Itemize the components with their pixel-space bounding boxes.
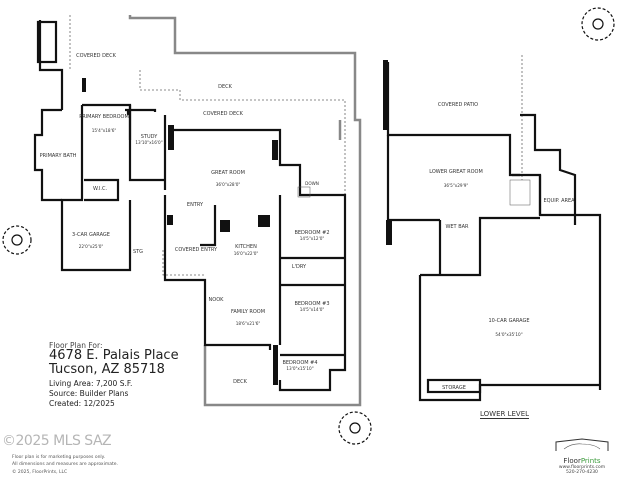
room-dimension: 13'10"x16'0" — [135, 140, 162, 145]
room-label: COVERED DECK — [203, 111, 243, 117]
room-dimension: 14'5"x12'0" — [300, 236, 325, 241]
room-label: GREAT ROOM — [211, 170, 245, 176]
logo-brand: FloorPrints — [552, 457, 612, 465]
lower-level-walls — [386, 62, 602, 402]
covered-deck-outline — [69, 15, 523, 276]
room-label: BEDROOM #2 — [294, 230, 329, 236]
logo-brand-part2: Prints — [580, 457, 601, 465]
main-level-walls — [33, 20, 347, 392]
disclaimer-line-1: Floor plan is for marketing purposes onl… — [12, 455, 106, 460]
room-label: FAMILY ROOM — [231, 309, 265, 315]
room-dimension: 15'4"x18'6" — [92, 128, 117, 133]
source: Source: Builder Plans — [49, 389, 129, 398]
room-label: PRIMARY BATH — [40, 153, 77, 159]
disclaimer-line-2: All dimensions and measures are approxim… — [12, 462, 118, 467]
room-dimension: 22'0"x25'0" — [79, 244, 104, 249]
room-label: WET BAR — [445, 224, 469, 230]
room-label: 3-CAR GARAGE — [72, 232, 110, 238]
room-label: DECK — [218, 84, 233, 90]
thick-wall-segments — [82, 60, 392, 385]
main-level-labels: COVERED DECK DECK COVERED DECK PRIMARY B… — [40, 53, 330, 385]
room-label: DECK — [233, 379, 248, 385]
room-label: STUDY — [141, 134, 158, 140]
room-dimension: 14'5"x14'0" — [300, 307, 325, 312]
logo-website: www.floorprints.com — [558, 465, 606, 470]
logo-phone: 520-270-4230 — [566, 470, 598, 475]
lower-level-labels: COVERED PATIO LOWER GREAT ROOM 36'5"x29'… — [429, 102, 575, 391]
room-label: NOOK — [209, 297, 225, 303]
room-dimension: 16'0"x22'0" — [234, 251, 259, 256]
room-label: BEDROOM #4 — [282, 360, 317, 366]
room-label: ENTRY — [187, 202, 204, 208]
logo-brand-part1: Floor — [563, 457, 581, 465]
room-label: KITCHEN — [235, 244, 257, 250]
copyright: © 2025, FloorPrints, LLC — [12, 470, 68, 475]
room-label: PRIMARY BEDROOM — [79, 114, 129, 120]
room-label: COVERED ENTRY — [175, 247, 218, 253]
room-label: STG — [133, 249, 143, 255]
room-dimension: 18'6"x21'6" — [236, 321, 261, 326]
created-date: Created: 12/2025 — [49, 399, 115, 408]
room-label: STORAGE — [442, 385, 466, 391]
room-label: COVERED PATIO — [438, 102, 478, 108]
tree-icons — [2, 7, 615, 445]
house-roof-icon — [555, 438, 609, 451]
deck-outline — [128, 15, 362, 407]
stair-note: DOWN — [305, 181, 319, 186]
room-label: EQUIP. AREA — [543, 198, 575, 204]
room-dimension: 36'0"x28'0" — [216, 182, 241, 187]
room-label: W.I.C. — [93, 186, 108, 192]
room-label: LOWER GREAT ROOM — [429, 169, 483, 175]
room-dimension: 36'5"x29'9" — [444, 183, 469, 188]
address-line-1: 4678 E. Palais Place — [49, 348, 179, 363]
room-label: BEDROOM #3 — [294, 301, 329, 307]
room-label: 10-CAR GARAGE — [488, 318, 529, 324]
room-label: COVERED DECK — [76, 53, 116, 59]
stairs — [297, 179, 531, 206]
floor-plan-header: Floor Plan For: — [49, 341, 103, 350]
address-line-2: Tucson, AZ 85718 — [49, 362, 165, 377]
lower-level-title: LOWER LEVEL — [480, 410, 530, 419]
floorprints-logo: FloorPrints www.floorprints.com 520-270-… — [552, 438, 612, 475]
living-area: Living Area: 7,200 S.F. — [49, 379, 133, 388]
room-dimension: 13'0"x15'10" — [286, 366, 313, 371]
room-dimension: 54'0"x35'10" — [495, 332, 522, 337]
watermark: ©2025 MLS SAZ — [2, 433, 112, 449]
room-label: L'DRY — [292, 264, 307, 270]
